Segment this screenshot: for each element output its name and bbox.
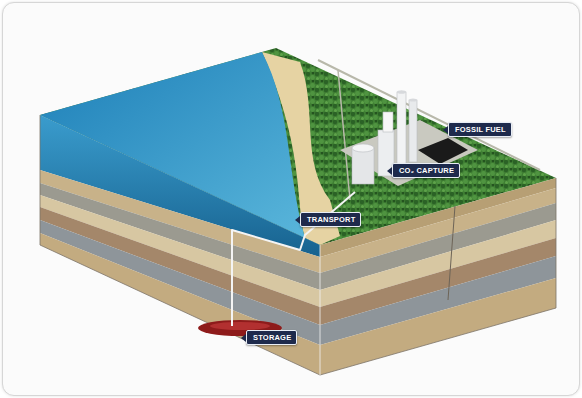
callout-tag: TRANSPORT [300,212,361,227]
callout-label: CO₂ CAPTURE [399,166,454,175]
callout-label: STORAGE [253,333,291,342]
callout-tag: FOSSIL FUEL [448,122,512,137]
callout-label: FOSSIL FUEL [455,125,506,134]
callout-tag: STORAGE [246,330,297,345]
callout-tag: CO₂ CAPTURE [392,163,460,178]
callout-label: TRANSPORT [307,215,355,224]
